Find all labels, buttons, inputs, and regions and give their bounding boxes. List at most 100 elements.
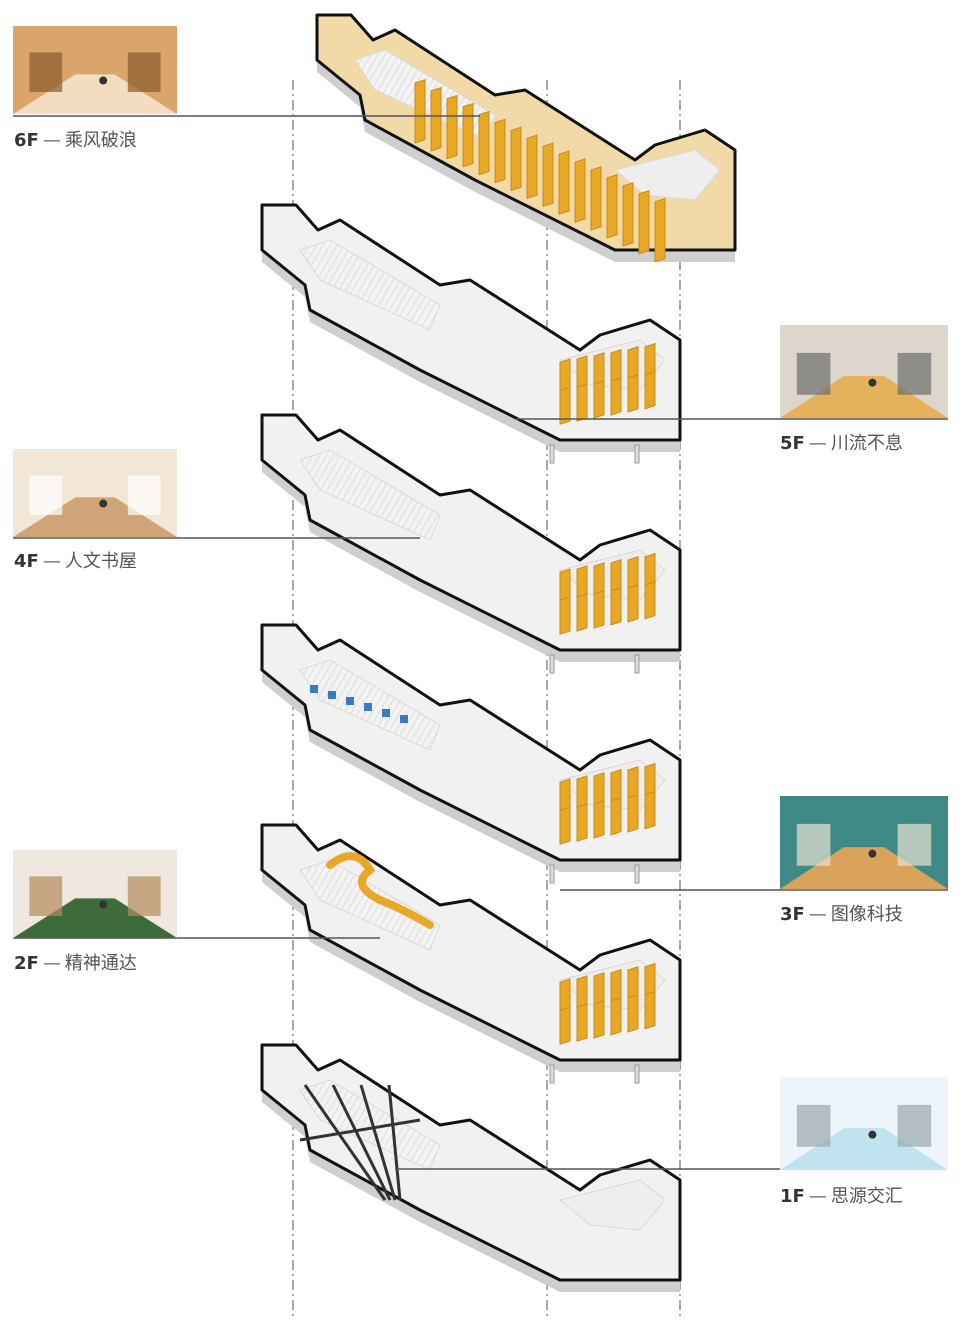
bookshelf xyxy=(644,990,656,1030)
bookshelf xyxy=(478,110,490,176)
floor-plate-6f xyxy=(315,13,737,263)
bookshelf xyxy=(593,800,605,839)
spiral-stair xyxy=(326,852,434,929)
thumbnail-floor xyxy=(13,74,177,114)
floor-dash: — xyxy=(42,130,61,151)
bookshelf xyxy=(430,86,442,152)
atrium-truss xyxy=(387,1084,402,1201)
floor-code: 5F xyxy=(780,433,805,454)
thumbnail-person xyxy=(868,378,877,387)
atrium-truss xyxy=(303,1084,387,1201)
bookshelf xyxy=(576,593,588,632)
floor-label-4f: 4F—人文书屋 xyxy=(14,547,137,573)
bookshelf xyxy=(576,383,588,422)
bookshelf xyxy=(510,126,522,192)
bookshelf xyxy=(606,174,618,239)
thumbnail-wall xyxy=(897,352,932,395)
thumbnail-wall xyxy=(127,475,161,515)
thumbnail-wall xyxy=(127,52,161,92)
floor-label-5f: 5F—川流不息 xyxy=(780,429,903,455)
thumbnail-wall xyxy=(796,352,831,395)
bookshelf xyxy=(559,386,571,425)
column xyxy=(634,1064,640,1084)
floor-label-3f: 3F—图像科技 xyxy=(780,900,903,926)
render-thumbnail-1f xyxy=(780,1077,948,1170)
bookshelf xyxy=(542,142,554,208)
thumbnail-wall xyxy=(796,1104,831,1147)
bookshelf xyxy=(593,1000,605,1039)
floor-code: 3F xyxy=(780,904,805,925)
column xyxy=(549,864,555,884)
thumbnail-person xyxy=(99,900,108,909)
render-thumbnail-3f xyxy=(780,796,948,889)
floor-dash: — xyxy=(808,904,827,925)
render-thumbnail-4f xyxy=(13,449,177,537)
thumbnail-wall xyxy=(29,475,63,515)
floor-dash: — xyxy=(42,953,61,974)
floor-plates xyxy=(260,13,737,1292)
bookshelf xyxy=(610,587,622,626)
render-thumbnail-2f xyxy=(13,850,177,938)
bookshelf xyxy=(654,197,666,263)
thumbnail-wall xyxy=(897,823,932,866)
floor-name: 思源交汇 xyxy=(830,1186,903,1207)
bookshelf xyxy=(593,380,605,419)
thumbnail-floor xyxy=(780,376,948,418)
floor-plate-4f xyxy=(260,413,682,674)
thumbnail-floor xyxy=(780,1128,948,1170)
thumbnail-person xyxy=(99,499,108,508)
floor-dash: — xyxy=(42,551,61,572)
thumbnail-wall xyxy=(897,1104,932,1147)
bookshelf xyxy=(644,580,656,620)
bookshelf xyxy=(622,182,634,247)
thumbnail-wall xyxy=(29,876,63,916)
column xyxy=(549,1064,555,1084)
thumbnail-person xyxy=(868,1130,877,1139)
floor-code: 2F xyxy=(14,953,39,974)
render-thumbnail-6f xyxy=(13,26,177,114)
thumbnail-floor xyxy=(13,497,177,537)
thumbnail-person xyxy=(868,849,877,858)
floor-dash: — xyxy=(808,433,827,454)
floor-plate-5f xyxy=(260,203,682,464)
thumbnail-wall xyxy=(127,876,161,916)
floor-name: 川流不息 xyxy=(830,433,903,454)
bookshelf xyxy=(414,79,426,144)
floor-name: 人文书屋 xyxy=(64,551,137,572)
bookshelf xyxy=(576,803,588,842)
bookshelf xyxy=(526,134,538,200)
bookshelf xyxy=(559,596,571,635)
thumbnail-floor xyxy=(13,898,177,938)
floor-dash: — xyxy=(808,1186,827,1207)
render-thumbnail-5f xyxy=(780,325,948,418)
bookshelf xyxy=(574,158,586,223)
bookshelf xyxy=(446,94,458,160)
column xyxy=(634,654,640,674)
service-core xyxy=(558,1179,666,1231)
bookshelf xyxy=(558,150,570,215)
bookshelf xyxy=(610,997,622,1036)
floor-label-6f: 6F—乘风破浪 xyxy=(14,126,137,152)
thumbnail-person xyxy=(99,76,108,85)
bookshelf xyxy=(593,590,605,629)
bookshelf xyxy=(590,166,602,231)
media-station xyxy=(328,691,336,699)
floor-code: 1F xyxy=(780,1186,805,1207)
floor-name: 精神通达 xyxy=(64,953,137,974)
room-walls xyxy=(299,1079,441,1171)
bookshelf xyxy=(627,584,639,623)
bookshelf xyxy=(610,377,622,416)
bookshelf xyxy=(610,797,622,836)
floor-label-1f: 1F—思源交汇 xyxy=(780,1182,903,1208)
render-thumbnails xyxy=(13,26,948,1170)
media-station xyxy=(364,703,372,711)
bookshelf xyxy=(644,370,656,410)
floor-plate-1f xyxy=(260,1043,682,1292)
floor-plate-3f xyxy=(260,623,682,884)
bookshelf xyxy=(627,374,639,413)
floor-code: 4F xyxy=(14,551,39,572)
room-walls xyxy=(299,239,441,331)
bookshelf xyxy=(559,806,571,845)
